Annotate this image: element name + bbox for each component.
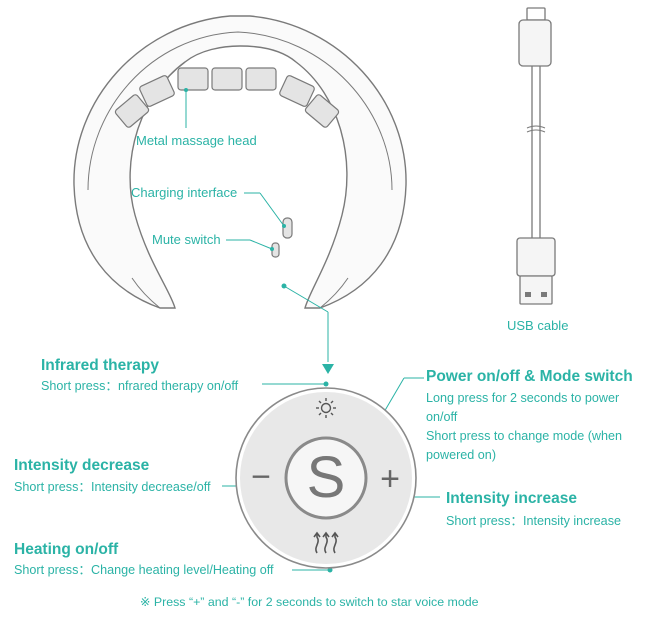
minus-button[interactable]: − [251,458,271,496]
usb-c-tip [526,7,546,21]
power-mode-button[interactable] [284,436,368,520]
massage-head-1 [177,67,209,91]
usb-c-connector [518,19,552,67]
usb-a-plug [519,275,553,305]
power-mode-desc-1: Long press for 2 seconds to power [426,391,620,405]
infrared-therapy-title: Infrared therapy [41,357,160,374]
power-mode-desc-2: on/off [426,410,458,424]
metal-massage-head-label: Metal massage head [136,133,257,148]
usb-cable-label: USB cable [507,318,569,333]
heating-desc: Short press：Change heating level/Heating… [14,563,274,577]
arrow-down-icon [322,364,334,374]
neck-massager-drawing [73,15,407,309]
intensity-increase-desc: Short press：Intensity increase [446,514,621,528]
massage-head-7 [304,94,340,128]
intensity-decrease-title: Intensity decrease [14,457,150,474]
usb-cable-drawing [516,7,556,305]
massage-head-4 [139,75,175,107]
usb-a-housing [516,237,556,277]
power-mode-desc-3: Short press to change mode (when [426,429,623,443]
intensity-increase-title: Intensity increase [446,490,577,507]
massage-head-6 [114,94,150,128]
massage-head-5 [279,75,315,107]
infrared-therapy-desc: Short press：nfrared therapy on/off [41,379,239,393]
voice-mode-note: ※ Press “+” and “-” for 2 seconds to swi… [140,595,479,609]
control-panel: S − + [235,387,417,569]
massage-heads [114,67,340,128]
infrared-sun-icon[interactable] [316,398,336,418]
massage-head-2 [211,67,243,91]
intensity-decrease-desc: Short press：Intensity decrease/off [14,480,211,494]
charging-interface-label: Charging interface [131,185,238,200]
power-mode-desc-4: powered on) [426,448,497,462]
heating-wave-icon[interactable] [313,531,339,554]
massage-head-3 [245,67,277,91]
plus-button[interactable]: + [380,460,400,498]
power-s-glyph: S [307,445,346,510]
power-mode-title: Power on/off & Mode switch [426,368,633,385]
heating-title: Heating on/off [14,541,119,558]
mute-switch-label: Mute switch [152,232,221,247]
charging-port [282,217,293,239]
